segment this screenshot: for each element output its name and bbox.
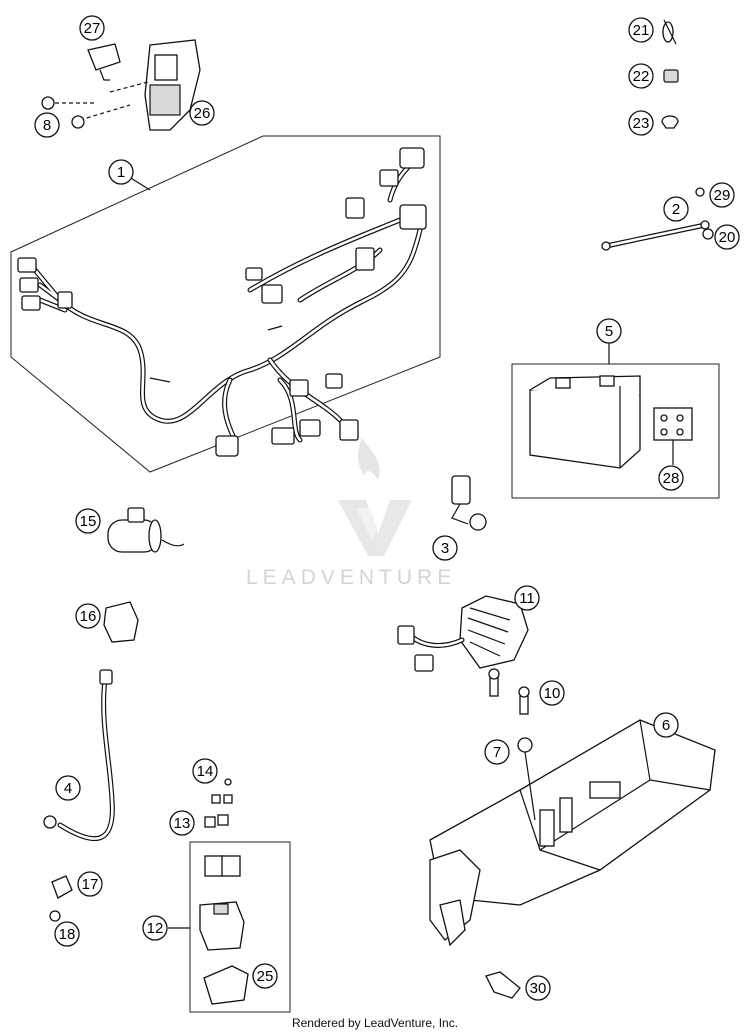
battery-part	[529, 375, 693, 469]
svg-text:29: 29	[714, 187, 731, 204]
svg-text:1: 1	[117, 164, 125, 181]
callout-29: 29	[709, 182, 735, 208]
svg-text:11: 11	[519, 590, 535, 607]
regulator-part	[397, 595, 529, 672]
callout-17: 17	[77, 871, 103, 897]
wiring-harness-group	[10, 135, 441, 473]
svg-text:21: 21	[633, 22, 650, 39]
callout-21: 21	[628, 17, 654, 43]
callout-28: 28	[658, 465, 684, 491]
svg-text:14: 14	[197, 763, 214, 780]
callout-27: 27	[79, 15, 105, 41]
svg-text:25: 25	[257, 968, 274, 985]
callout-25: 25	[252, 963, 278, 989]
svg-text:28: 28	[663, 470, 680, 487]
svg-text:23: 23	[633, 115, 650, 132]
svg-text:7: 7	[493, 744, 501, 761]
coil-part	[107, 507, 185, 553]
cable-tie-part	[662, 19, 677, 45]
callout-5: 5	[596, 318, 622, 344]
callout-8: 8	[34, 112, 60, 138]
callout-20: 20	[714, 224, 740, 250]
callout-6: 6	[653, 712, 679, 738]
svg-text:26: 26	[194, 105, 211, 122]
svg-text:22: 22	[633, 68, 650, 85]
svg-text:13: 13	[174, 815, 191, 832]
callout-18: 18	[54, 921, 80, 947]
svg-text:16: 16	[80, 608, 97, 625]
sensor-part	[451, 475, 487, 531]
fuse-box-part	[199, 855, 249, 1005]
svg-text:4: 4	[64, 780, 72, 797]
svg-text:8: 8	[43, 117, 51, 134]
callout-3: 3	[432, 535, 458, 561]
clip-part	[663, 69, 679, 83]
callout-13: 13	[169, 810, 195, 836]
callout-23: 23	[628, 110, 654, 136]
footer-credit: Rendered by LeadVenture, Inc.	[291, 1016, 459, 1030]
battery-cable-part	[43, 669, 115, 842]
svg-text:6: 6	[662, 717, 670, 734]
svg-text:3: 3	[441, 540, 449, 557]
watermark-text: LEADVENTURE	[246, 566, 456, 589]
callout-12: 12	[142, 915, 168, 941]
callout-1: 1	[108, 159, 134, 185]
callout-26: 26	[189, 100, 215, 126]
svg-text:15: 15	[80, 513, 97, 530]
callout-11: 11	[514, 585, 540, 611]
relay-cover-part	[103, 601, 139, 643]
callout-14: 14	[192, 758, 218, 784]
svg-text:20: 20	[719, 229, 736, 246]
callout-16: 16	[75, 603, 101, 629]
watermark-logo	[338, 438, 412, 556]
bolt-parts	[488, 668, 530, 715]
callout-15: 15	[75, 508, 101, 534]
cap-part	[49, 875, 73, 922]
fuse-parts	[204, 778, 233, 828]
svg-text:30: 30	[530, 980, 547, 997]
svg-text:18: 18	[59, 926, 76, 943]
screw-8a	[41, 96, 85, 129]
svg-text:17: 17	[82, 876, 99, 893]
svg-text:12: 12	[147, 920, 164, 937]
battery-holder-part	[429, 719, 716, 947]
callout-10: 10	[539, 680, 565, 706]
holder-part	[661, 115, 679, 129]
callout-4: 4	[55, 775, 81, 801]
svg-text:2: 2	[672, 201, 680, 218]
svg-text:10: 10	[544, 685, 561, 702]
svg-text:27: 27	[84, 20, 101, 37]
ecu-holder-part	[87, 39, 201, 131]
callout-2: 2	[663, 196, 689, 222]
callout-22: 22	[628, 63, 654, 89]
grommet-part	[485, 971, 521, 999]
ground-cable-part	[601, 187, 714, 251]
callout-30: 30	[525, 975, 551, 1001]
callout-7: 7	[484, 739, 510, 765]
svg-text:5: 5	[605, 323, 613, 340]
